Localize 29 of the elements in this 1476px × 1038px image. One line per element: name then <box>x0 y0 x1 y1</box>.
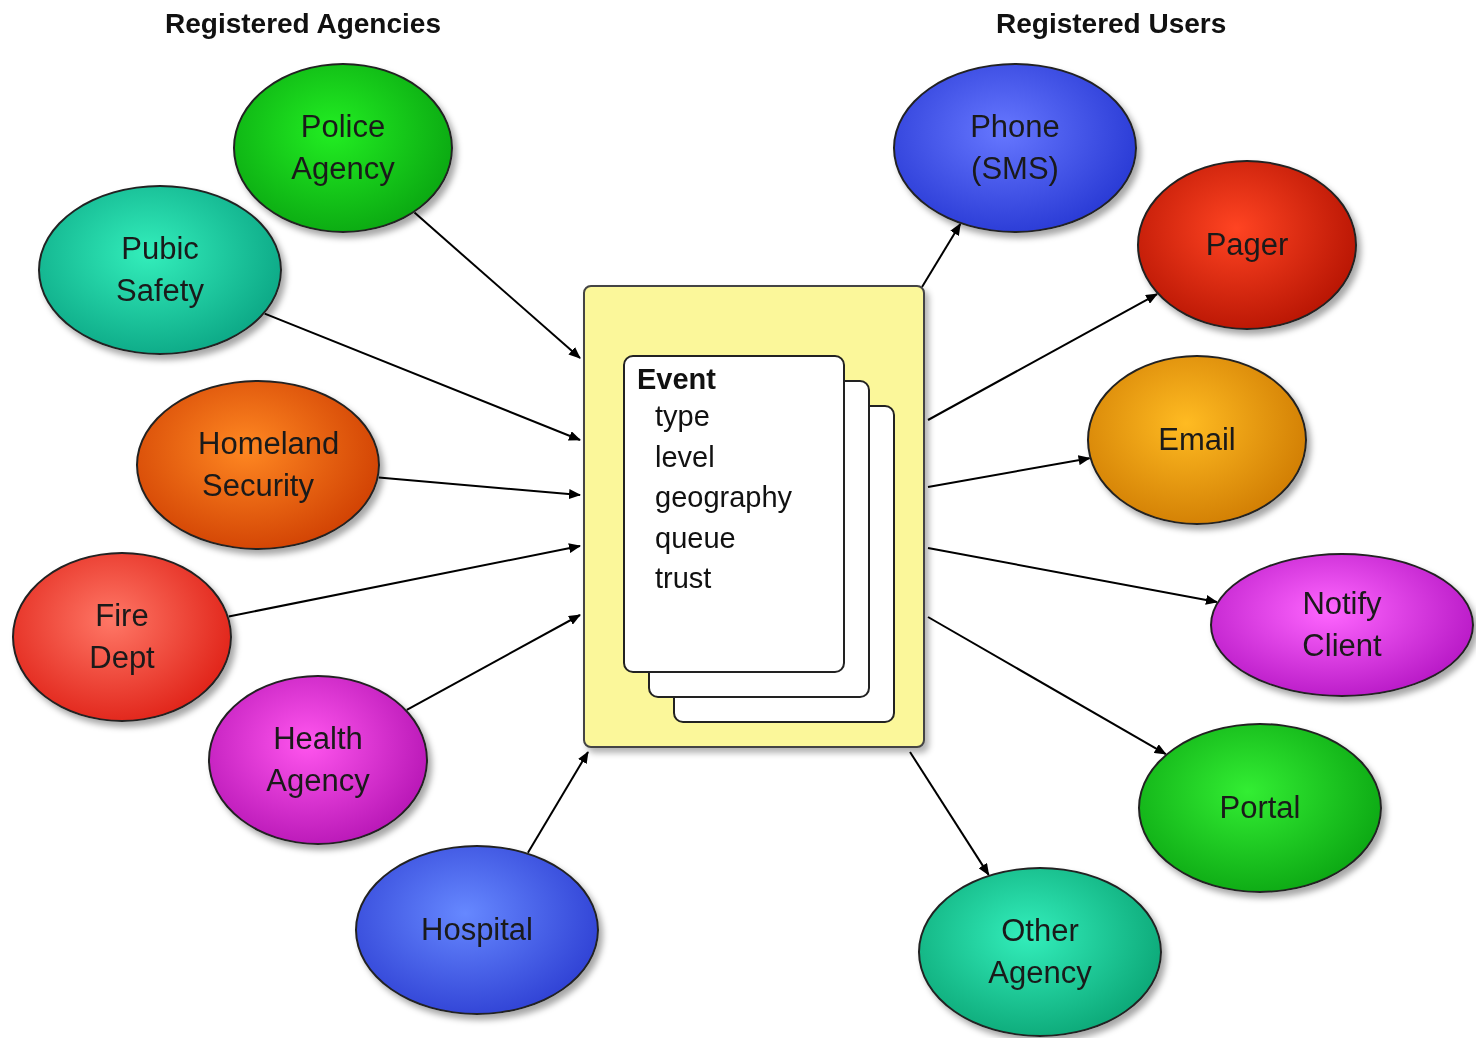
arrow <box>927 455 1091 488</box>
arrow <box>377 476 581 500</box>
arrow <box>927 293 1159 421</box>
ellipse-node: Health Agency <box>208 675 428 845</box>
ellipse-node: Pubic Safety <box>38 185 282 355</box>
event-card <box>623 355 845 673</box>
arrow <box>413 211 581 359</box>
arrow <box>927 616 1167 756</box>
ellipse-node: Hospital <box>355 845 599 1015</box>
field-list: type level geography queue trust <box>655 396 793 599</box>
ellipse-node: Pager <box>1137 160 1357 330</box>
card-title: Event <box>637 363 717 396</box>
ellipse-node: Notify Client <box>1210 553 1474 697</box>
arrow <box>921 222 962 288</box>
ellipse-node: Homeland Security <box>136 380 380 550</box>
arrow <box>263 312 581 441</box>
ellipse-node: Other Agency <box>918 867 1162 1037</box>
arrow <box>909 751 990 876</box>
group-heading: Registered Users <box>996 8 1227 40</box>
service-box <box>583 285 925 748</box>
arrow <box>927 547 1218 605</box>
ellipse-node: Police Agency <box>233 63 453 233</box>
arrow <box>526 751 589 854</box>
arrow <box>405 614 581 711</box>
ellipse-node: Email <box>1087 355 1307 525</box>
ellipse-node: Fire Dept <box>12 552 232 722</box>
ellipse-node: Portal <box>1138 723 1382 893</box>
ellipse-node: Phone (SMS) <box>893 63 1137 233</box>
group-heading: Registered Agencies <box>165 8 441 40</box>
